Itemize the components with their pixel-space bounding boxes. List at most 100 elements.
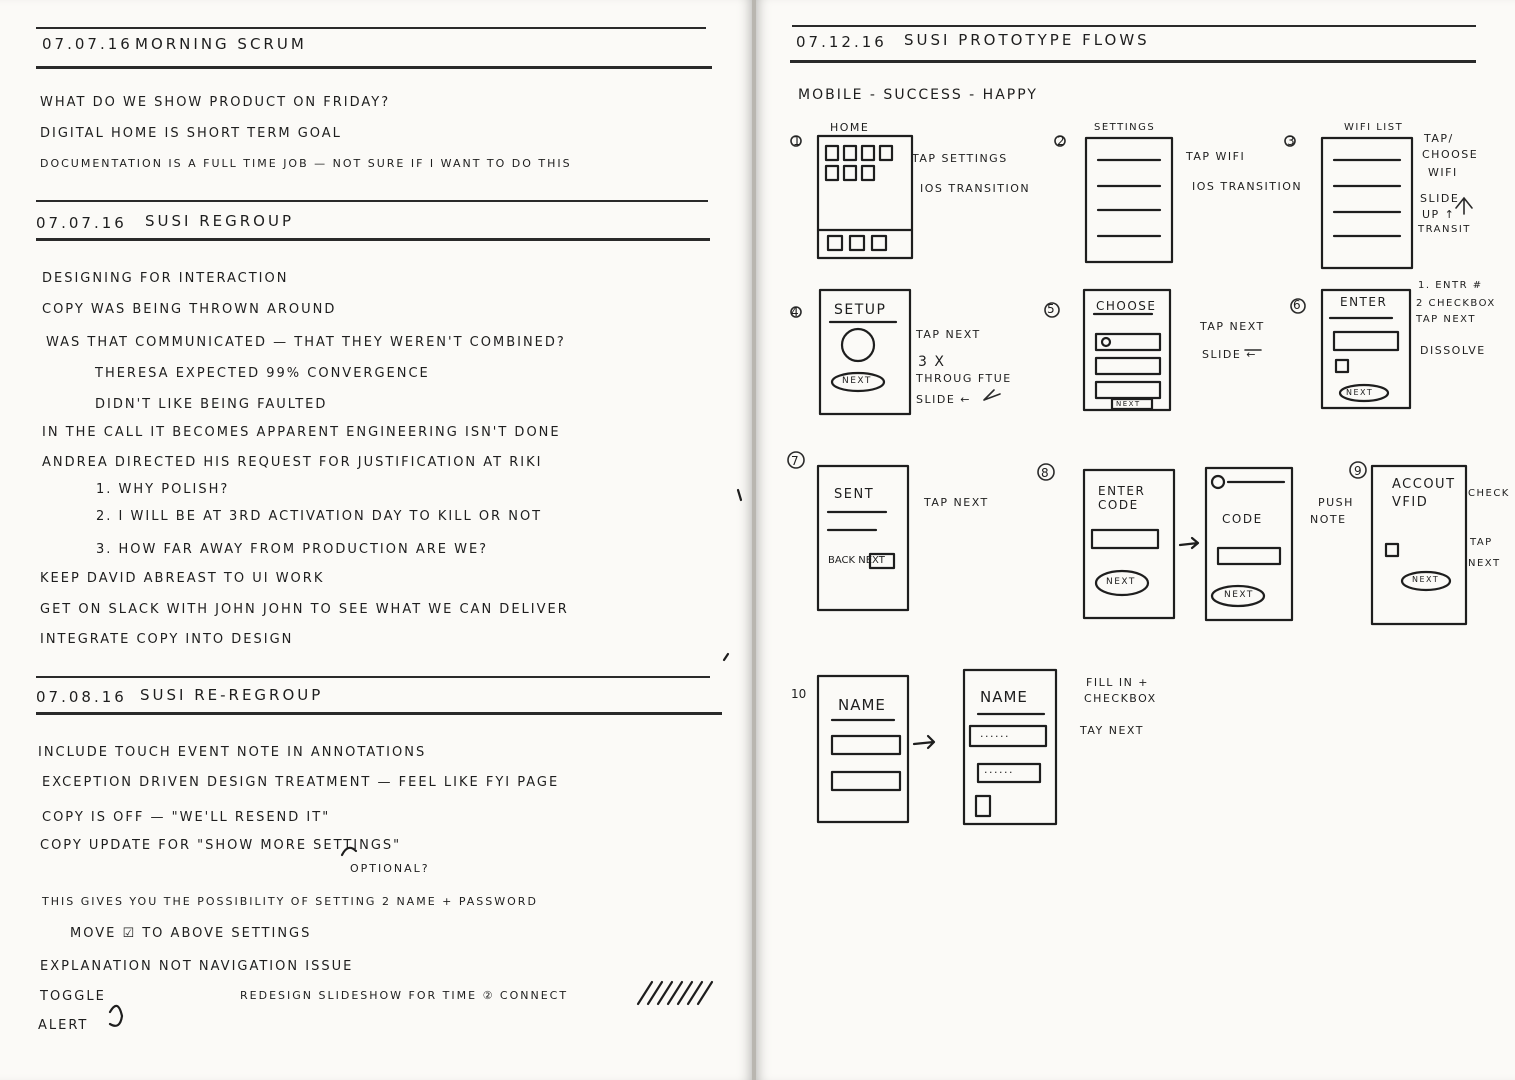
phone-frame-settings <box>1084 136 1174 264</box>
phone-frame-enter-code <box>1082 468 1176 620</box>
step-number: 3 <box>1287 134 1295 148</box>
step-note: 1. Entr # <box>1418 280 1483 291</box>
note-line: Andrea directed his request for justific… <box>42 455 543 470</box>
phone-frame-home <box>816 134 914 260</box>
phone-frame-name-expanded <box>962 668 1058 826</box>
alert-mark <box>108 1004 124 1027</box>
note-line: Toggle <box>40 989 106 1004</box>
note-line: Exception driven design treatment — feel… <box>42 775 560 790</box>
step-number: 2 <box>1057 134 1065 148</box>
step-note: Slide ← <box>916 393 971 406</box>
next-button-sketch: Next <box>1106 577 1136 587</box>
step-number: 10 <box>791 687 807 701</box>
screen-label-settings: Settings <box>1094 122 1156 133</box>
pin-placeholder: ...... <box>984 763 1014 776</box>
section-title: SuSi Re-Regroup <box>140 686 324 704</box>
screen-label-enter: Enter <box>1340 295 1388 309</box>
step-note: Tay next <box>1080 724 1144 737</box>
header-bottom-rule <box>790 60 1476 63</box>
step-note: Dissolve <box>1420 344 1486 357</box>
step-number: 1 <box>793 134 801 148</box>
note-line: Copy was being thrown around <box>42 302 337 317</box>
screen-label-home: Home <box>830 121 870 134</box>
step-note: Tap next <box>1200 320 1265 333</box>
screen-label-choose: Choose <box>1096 299 1157 313</box>
screen-label-sent: Sent <box>834 487 875 502</box>
screen-label-name: Name <box>838 696 886 714</box>
step-note: iOS transition <box>920 182 1031 195</box>
next-button-sketch: Next <box>1224 590 1254 600</box>
step-note: Slide <box>1420 192 1460 205</box>
note-line: Alert <box>38 1018 89 1033</box>
screen-label-enter-code: Enter Code <box>1098 484 1146 512</box>
section-bottom-rule <box>36 66 712 69</box>
phone-frame-code <box>1204 466 1294 622</box>
step-note: Push <box>1318 496 1354 509</box>
right-notebook-page: 07.12.16 SuSi Prototype Flows Mobile - S… <box>756 0 1515 1080</box>
section-date: 07.07.16 <box>42 35 133 53</box>
phone-frame-sent <box>816 464 910 612</box>
step-note: next <box>1468 558 1501 569</box>
notebook-gutter <box>752 0 756 1080</box>
step-note: Tap next <box>924 496 989 509</box>
step-note: Fill in + <box>1086 676 1150 689</box>
next-button-sketch: Next <box>1346 388 1374 397</box>
note-line: Redesign slideshow for time ② connect <box>240 989 569 1002</box>
note-line: Get on Slack with John John to see what … <box>40 602 569 617</box>
next-button-sketch: Next <box>842 376 872 386</box>
note-line: Copy is off — "we'll resend it" <box>42 810 331 825</box>
step-note: iOS transition <box>1192 180 1303 193</box>
note-line: Was that communicated — that they weren'… <box>46 335 566 350</box>
phone-frame-setup <box>818 288 912 416</box>
arrow-annotation <box>340 846 358 857</box>
screen-label-wifi-list: Wifi List <box>1344 122 1404 133</box>
section-bottom-rule <box>36 238 710 241</box>
step-note: Tap next <box>916 328 981 341</box>
phone-frame-wifi-list <box>1320 136 1414 270</box>
section-title: Morning Scrum <box>135 35 307 53</box>
back-next-sketch: Back Next <box>828 555 885 566</box>
section-title: SuSi Regroup <box>145 212 294 230</box>
section-date: 07.08.16 <box>36 688 127 706</box>
step-note: Slide ← <box>1202 348 1257 361</box>
note-line: Integrate copy into design <box>40 632 294 647</box>
note-line: Include touch event note in annotations <box>38 745 427 760</box>
step-note: up ↑ <box>1422 208 1456 221</box>
flow-title: Mobile - Success - Happy <box>798 87 1038 103</box>
note-line: 2. I will be at 3rd activation day to ki… <box>96 509 543 524</box>
screen-label-setup: Setup <box>834 302 887 318</box>
step-note: checkbox <box>1084 692 1157 705</box>
section-top-rule <box>36 676 710 678</box>
note-line: This gives you the possibility of settin… <box>42 895 538 908</box>
wireframe-sketches <box>787 134 1473 826</box>
next-button-sketch: Next <box>1412 575 1440 584</box>
phone-frame-enter <box>1320 288 1412 410</box>
step-note: 3 x <box>918 354 946 370</box>
phone-frame-name <box>816 674 910 824</box>
left-page-doodles <box>108 488 743 1027</box>
section-top-rule <box>36 200 708 202</box>
step-note: throug FTUE <box>916 372 1012 385</box>
note-line: In the call it becomes apparent engineer… <box>42 425 561 440</box>
note-line: Didn't like being faulted <box>95 397 328 412</box>
step-note: Tap <box>1470 537 1493 548</box>
section-top-rule <box>36 27 706 29</box>
note-line: 1. Why polish? <box>96 482 230 497</box>
screen-label-code: Code <box>1222 512 1263 526</box>
section-bottom-rule <box>36 712 722 715</box>
page-title: SuSi Prototype Flows <box>904 31 1150 49</box>
note-line: Digital home is short term goal <box>40 126 342 141</box>
left-notebook-page: 07.07.16 Morning Scrum What do we show p… <box>0 0 752 1080</box>
pin-placeholder: ...... <box>980 727 1010 740</box>
section-date: 07.07.16 <box>36 214 127 232</box>
header-top-rule <box>792 25 1476 27</box>
step-note: Check <box>1468 488 1510 499</box>
step-note: wifi <box>1428 166 1458 179</box>
note-line: What do we show product on Friday? <box>40 95 391 110</box>
note-line: Keep David abreast to UI work <box>40 571 325 586</box>
step-note: 2 checkbox <box>1416 298 1496 309</box>
note-line: Theresa expected 99% convergence <box>95 366 430 381</box>
note-line: Explanation not navigation issue <box>40 959 354 974</box>
step-number: 7 <box>791 454 799 468</box>
phone-frame-account-verified <box>1370 464 1468 626</box>
